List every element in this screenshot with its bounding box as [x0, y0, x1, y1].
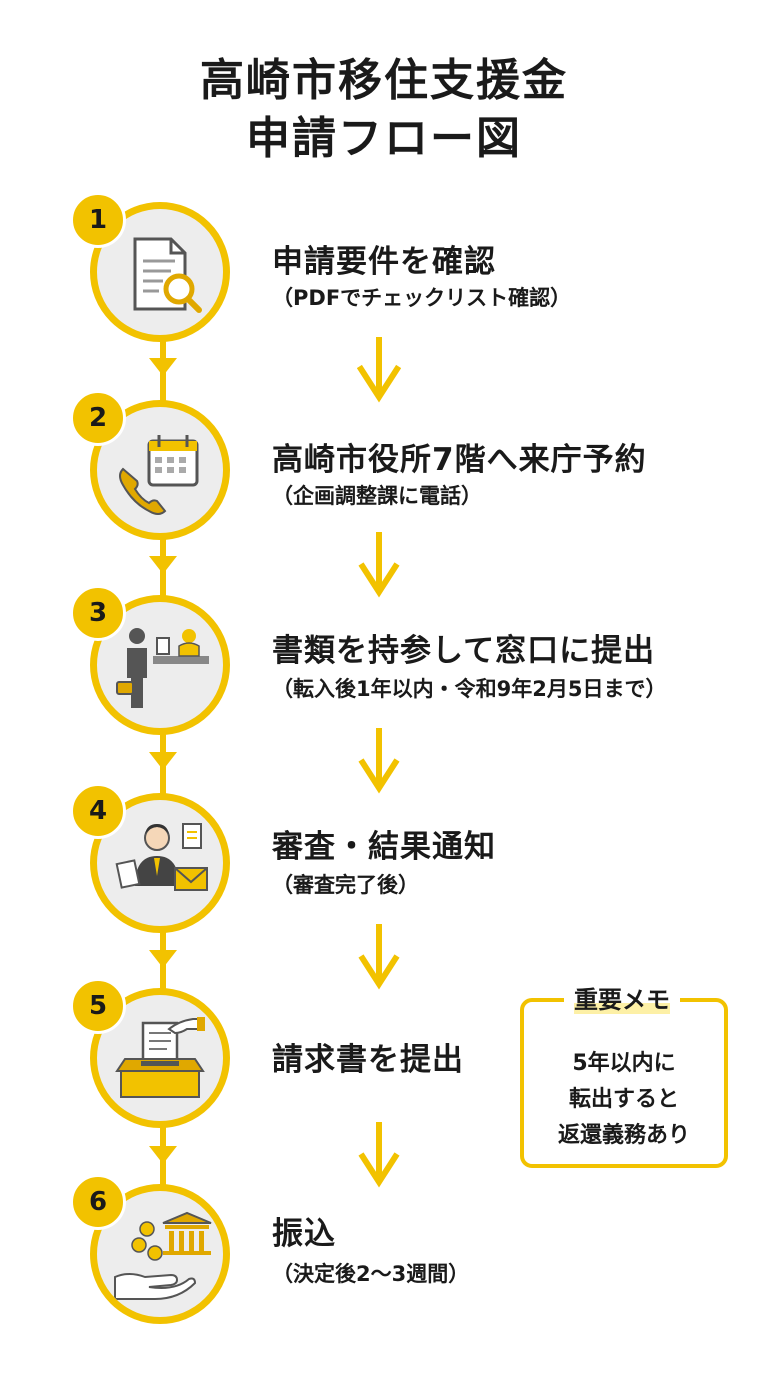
down-arrow-icon [358, 728, 400, 794]
step-number-badge: 1 [70, 192, 126, 248]
step-number-badge: 6 [70, 1174, 126, 1230]
step-heading: 請求書を提出 [272, 1042, 464, 1078]
step-number-badge: 3 [70, 585, 126, 641]
step-heading: 振込 [272, 1216, 336, 1252]
step-4: 4 審査・結果通知 （審査完了後） [0, 783, 768, 943]
step-subtext: （審査完了後） [272, 873, 419, 897]
connector-arrow-icon [149, 358, 177, 376]
connector-arrow-icon [149, 752, 177, 770]
bank-coins-icon [90, 1184, 230, 1324]
step-subtext: （PDFでチェックリスト確認） [272, 286, 572, 310]
calendar-phone-icon [90, 400, 230, 540]
connector-arrow-icon [149, 556, 177, 574]
page-title: 高崎市移住支援金 申請フロー図 [0, 52, 768, 168]
down-arrow-icon [357, 337, 401, 403]
memo-body: 5年以内に 転出すると 返還義務あり [524, 1046, 724, 1154]
step-heading: 審査・結果通知 [272, 829, 496, 865]
document-search-icon [90, 202, 230, 342]
step-number-badge: 5 [70, 978, 126, 1034]
step-heading: 申請要件を確認 [272, 244, 496, 280]
important-memo-box: 重要メモ 5年以内に 転出すると 返還義務あり [520, 980, 728, 1168]
down-arrow-icon [358, 924, 400, 990]
step-heading: 書類を持参して窓口に提出 [272, 633, 656, 669]
title-line-2: 申請フロー図 [246, 113, 522, 164]
counter-submission-icon [90, 595, 230, 735]
step-number-badge: 4 [70, 783, 126, 839]
ballot-box-icon [90, 988, 230, 1128]
down-arrow-icon [358, 1122, 400, 1188]
step-3: 3 書類を持参して窓口に提出 （転入後1年以内・令和9年2月5日まで） [0, 585, 768, 745]
step-2: 2 高崎市役所7階へ来庁予約 （企画調整課に電話） [0, 390, 768, 550]
memo-title: 重要メモ [564, 980, 680, 1020]
memo-line: 返還義務あり [557, 1123, 690, 1148]
connector-arrow-icon [149, 1146, 177, 1164]
step-5: 5 請求書を提出 [0, 978, 768, 1138]
memo-line: 5年以内に [572, 1051, 676, 1076]
title-line-1: 高崎市移住支援金 [200, 55, 568, 106]
down-arrow-icon [358, 532, 400, 598]
memo-line: 転出すると [568, 1087, 679, 1112]
step-subtext: （決定後2〜3週間） [272, 1262, 470, 1286]
step-1: 1 申請要件を確認 （PDFでチェックリスト確認） [0, 192, 768, 352]
step-number-badge: 2 [70, 390, 126, 446]
connector-arrow-icon [149, 950, 177, 968]
step-subtext: （企画調整課に電話） [272, 484, 482, 508]
step-heading: 高崎市役所7階へ来庁予約 [272, 442, 647, 478]
step-subtext: （転入後1年以内・令和9年2月5日まで） [272, 677, 667, 701]
step-6: 6 振込 （決定後2〜3週間） [0, 1174, 768, 1334]
